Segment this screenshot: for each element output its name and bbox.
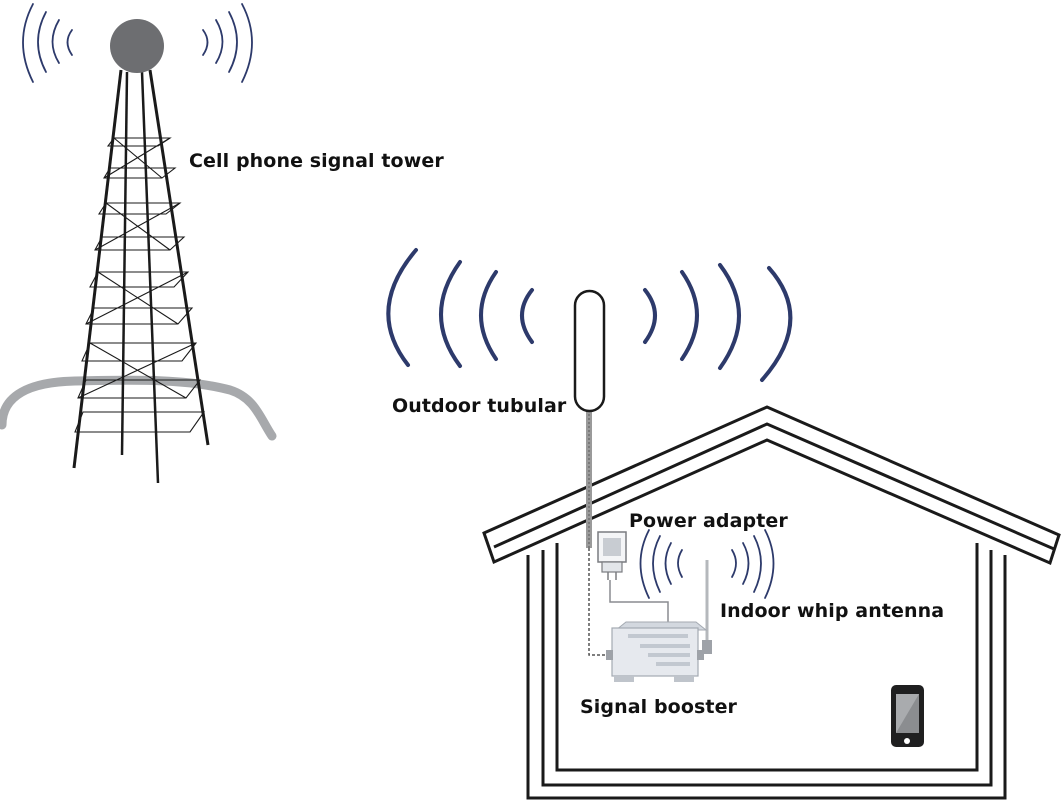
roof [482, 405, 1061, 566]
cell-tower-icon [72, 69, 210, 484]
power-adapter-icon [597, 531, 627, 580]
indoor-antenna-signal-waves [639, 529, 775, 599]
ground-hill [0, 375, 277, 441]
whip-antenna-icon [702, 560, 712, 654]
outdoor-antenna-signal-waves [386, 248, 793, 382]
tower-signal-waves [22, 3, 253, 83]
signal-booster-icon [606, 621, 708, 682]
outdoor-antenna-label: Outdoor tubular [392, 395, 567, 417]
power-cable [609, 580, 669, 626]
tubular-antenna-icon [573, 289, 606, 413]
power-adapter-label: Power adapter [629, 510, 788, 532]
house-icon [482, 405, 1061, 800]
tower-label: Cell phone signal tower [189, 150, 444, 172]
signal-booster-label: Signal booster [580, 696, 738, 718]
indoor-antenna-label: Indoor whip antenna [720, 600, 945, 622]
tower-transmitter-ball [110, 19, 164, 73]
booster-input-cable [588, 548, 612, 656]
smartphone-icon [891, 685, 924, 747]
